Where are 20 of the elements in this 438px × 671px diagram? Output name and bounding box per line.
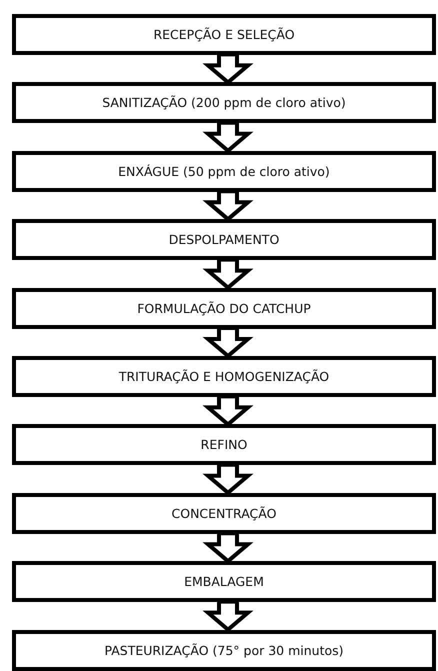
- process-box: [12, 424, 436, 466]
- process-box: [12, 492, 436, 534]
- process-box: [12, 356, 436, 397]
- process-box: [12, 288, 436, 329]
- process-box: [12, 150, 436, 192]
- step-label: REFINO: [200, 437, 248, 452]
- process-box: [12, 14, 436, 55]
- process-box: [12, 82, 436, 124]
- process-box: [12, 219, 436, 260]
- step-label: FORMULAÇÃO DO CATCHUP: [137, 300, 311, 316]
- step-label: DESPOLPAMENTO: [168, 232, 280, 248]
- step-label: TRITURAÇÃO E HOMOGENIZAÇÃO: [118, 369, 330, 384]
- step-label: SANITIZAÇÃO (200 ppm de cloro ativo): [102, 95, 346, 110]
- process-box: [12, 561, 436, 602]
- process-box: [12, 630, 436, 671]
- step-label: PASTEURIZAÇÃO (75° por 30 minutos): [104, 642, 344, 658]
- step-label: RECEPÇÃO E SELEÇÃO: [153, 27, 295, 42]
- step-label: CONCENTRAÇÃO: [172, 506, 276, 521]
- step-label: ENXÁGUE (50 ppm de cloro ativo): [118, 164, 330, 179]
- step-label: EMBALAGEM: [184, 574, 264, 590]
